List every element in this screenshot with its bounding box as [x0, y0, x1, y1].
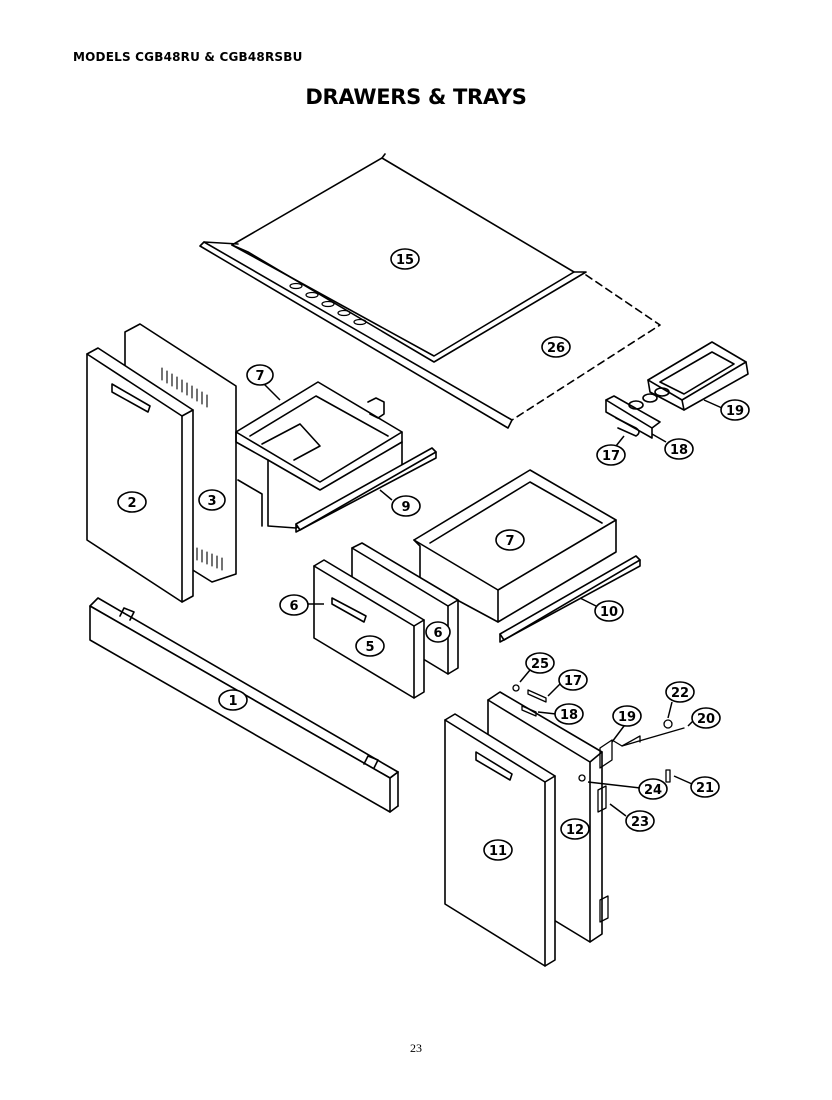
- callout-6-right: 6: [425, 621, 451, 643]
- callout-1: 1: [218, 689, 248, 711]
- svg-text:6: 6: [289, 599, 298, 614]
- svg-text:18: 18: [560, 708, 578, 723]
- part-19-bracket: [599, 735, 641, 769]
- page-number: 23: [410, 1041, 422, 1055]
- callout-18: 18: [537, 703, 584, 725]
- callout-9: 9: [379, 489, 421, 517]
- part-17-spring: [527, 689, 547, 703]
- svg-text:26: 26: [547, 341, 565, 356]
- svg-text:18: 18: [670, 443, 688, 458]
- svg-text:21: 21: [696, 781, 714, 796]
- callout-24: 24: [587, 778, 668, 800]
- svg-text:10: 10: [600, 605, 618, 620]
- svg-text:17: 17: [602, 449, 620, 464]
- part-4-upper-drawer: [235, 381, 403, 529]
- part-2-left-door: [86, 347, 194, 603]
- callout-11: 11: [483, 839, 513, 861]
- svg-text:23: 23: [631, 815, 649, 830]
- callout-23: 23: [609, 803, 655, 832]
- svg-text:5: 5: [365, 640, 374, 655]
- callout-3: 3: [198, 489, 226, 511]
- svg-text:7: 7: [505, 534, 514, 549]
- callout-19: 19: [611, 705, 642, 743]
- svg-text:2: 2: [127, 496, 136, 511]
- part-10-slide-rail: [499, 555, 641, 643]
- callout-16: 15: [390, 248, 420, 270]
- part-21-screw: [665, 769, 671, 783]
- part-23-hinge: [597, 785, 607, 813]
- callout-25: 25: [519, 652, 555, 683]
- svg-text:7: 7: [255, 369, 264, 384]
- callout-6-left: 6: [279, 594, 324, 616]
- part-5-drawer-front: [313, 559, 425, 699]
- svg-text:22: 22: [671, 686, 689, 701]
- part-9-slide-rail: [295, 447, 437, 533]
- part-25-screw: [512, 684, 520, 692]
- svg-text:6: 6: [433, 626, 442, 641]
- callout-7: 7: [495, 529, 525, 551]
- part-22-nut: [663, 719, 673, 729]
- callout-17: 17: [547, 669, 588, 697]
- callout-12: 12: [560, 818, 590, 840]
- svg-text:15: 15: [396, 253, 414, 268]
- svg-text:3: 3: [207, 494, 216, 509]
- part-13-14-bracket: [605, 387, 670, 439]
- svg-text:12: 12: [566, 823, 584, 838]
- part-18-catch: [521, 705, 537, 717]
- svg-text:25: 25: [531, 657, 549, 672]
- svg-text:19: 19: [726, 404, 744, 419]
- svg-text:9: 9: [401, 500, 410, 515]
- callout-20: 20: [687, 707, 721, 729]
- hardware-parts: [512, 684, 685, 923]
- part-20-rod: [621, 727, 685, 747]
- svg-text:20: 20: [697, 712, 715, 727]
- callout-14: 18: [651, 433, 694, 460]
- part-24-washer: [578, 774, 586, 782]
- svg-text:1: 1: [228, 694, 237, 709]
- callout-5: 5: [355, 635, 385, 657]
- callout-4: 7: [246, 364, 281, 401]
- svg-text:11: 11: [489, 844, 507, 859]
- part-26-dashed-outline: [511, 274, 661, 421]
- part-16-top-tray: [199, 153, 587, 429]
- svg-text:24: 24: [644, 783, 662, 798]
- page-title: DRAWERS & TRAYS: [305, 85, 527, 109]
- callout-13: 17: [596, 435, 626, 466]
- callout-2: 2: [117, 491, 147, 513]
- part-15-pan: [647, 341, 749, 411]
- callout-22: 22: [665, 681, 695, 719]
- models-heading: MODELS CGB48RU & CGB48RSBU: [73, 50, 303, 64]
- callout-10: 10: [579, 597, 624, 622]
- svg-text:19: 19: [618, 710, 636, 725]
- callout-15: 19: [703, 399, 750, 421]
- callout-26: 26: [541, 336, 571, 358]
- svg-text:17: 17: [564, 674, 582, 689]
- callout-21: 21: [673, 775, 720, 798]
